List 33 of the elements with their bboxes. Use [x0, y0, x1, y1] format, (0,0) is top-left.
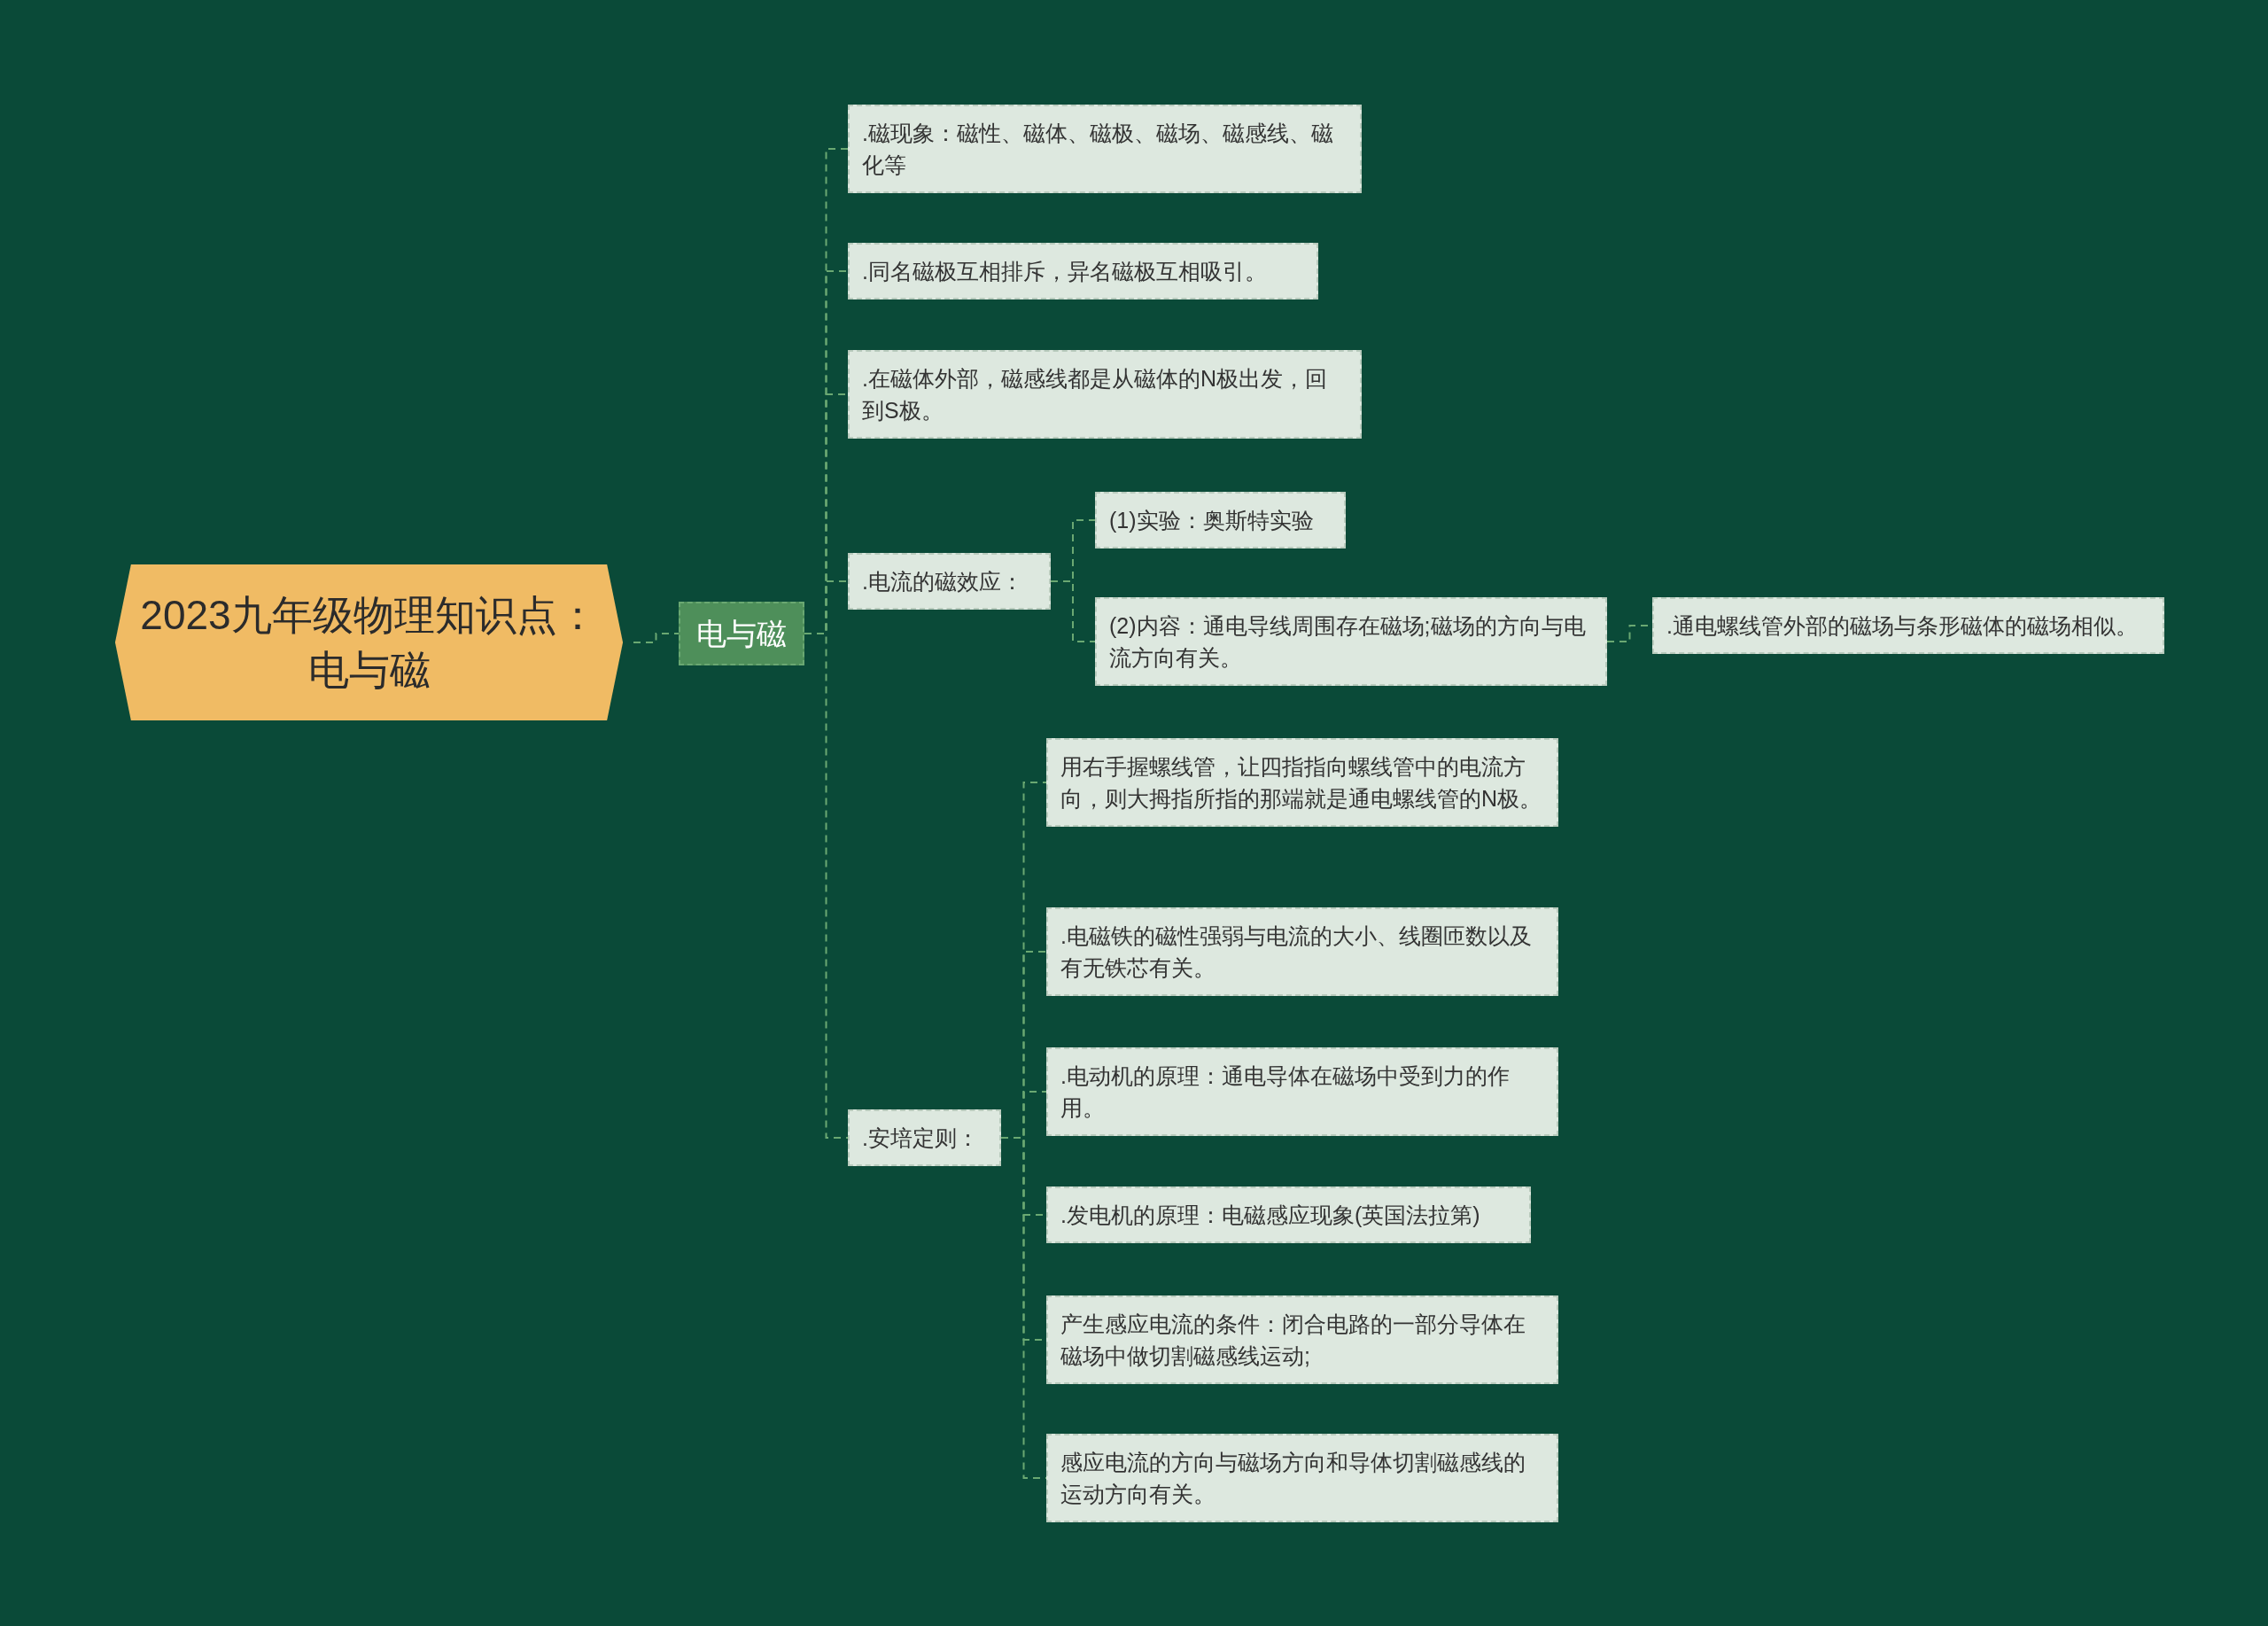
node-text: .同名磁极互相排斥，异名磁极互相吸引。	[862, 258, 1268, 285]
note-box	[1046, 1434, 1558, 1522]
connector-line	[1050, 580, 1096, 642]
note-box	[1046, 1047, 1558, 1136]
node-text: .磁现象：磁性、磁体、磁极、磁场、磁感线、磁化等	[862, 120, 1334, 179]
node-text: .在磁体外部，磁感线都是从磁体的N极出发，回到S极。	[862, 365, 1328, 424]
note-box	[1046, 1186, 1531, 1243]
note-box	[1095, 597, 1607, 686]
note-box	[848, 1109, 1001, 1166]
note-box	[848, 350, 1362, 439]
node-text: (1)实验：奥斯特实验	[1109, 507, 1315, 534]
note-box	[1046, 907, 1558, 996]
note-box	[1095, 492, 1346, 548]
node-text: 感应电流的方向与磁场方向和导体切割磁感线的运动方向有关。	[1060, 1449, 1526, 1508]
node-text: 用右手握螺线管，让四指指向螺线管中的电流方向，则大拇指所指的那端就是通电螺线管的N极。	[1060, 753, 1543, 813]
node-text: 2023九年级物理知识点：电与磁	[140, 591, 598, 695]
topic-box	[679, 602, 804, 665]
node-text: 电与磁	[696, 616, 787, 651]
node-text: .电流的磁效应：	[862, 568, 1024, 595]
note-box	[1046, 738, 1558, 827]
node-text: .发电机的原理：电磁感应现象(英国法拉第)	[1060, 1202, 1481, 1229]
node-text: .电磁铁的磁性强弱与电流的大小、线圈匝数以及有无铁芯有关。	[1060, 922, 1533, 982]
note-box	[848, 553, 1051, 610]
connector-line	[633, 633, 680, 643]
node-text: .安培定则：	[862, 1124, 980, 1152]
note-box	[848, 243, 1318, 300]
note-box	[1652, 597, 2164, 654]
note-box	[1046, 1295, 1558, 1384]
node-text: 产生感应电流的条件：闭合电路的一部分导体在磁场中做切割磁感线运动;	[1060, 1311, 1526, 1370]
node-text: (2)内容：通电导线周围存在磁场;磁场的方向与电流方向有关。	[1109, 612, 1587, 672]
node-text: .通电螺线管外部的磁场与条形磁体的磁场相似。	[1666, 612, 2139, 640]
node-text: .电动机的原理：通电导体在磁场中受到力的作用。	[1060, 1062, 1511, 1122]
note-box	[848, 105, 1362, 193]
